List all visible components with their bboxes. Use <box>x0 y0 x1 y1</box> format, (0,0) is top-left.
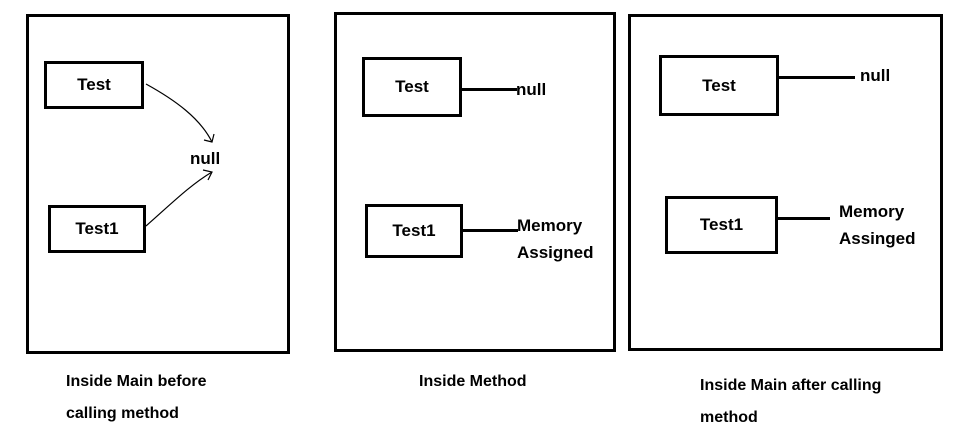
panel-2-null-label: null <box>516 80 547 99</box>
panel-2-caption-line-1: Inside Method <box>419 373 527 390</box>
panel-3-test1-label: Test1 <box>699 215 744 234</box>
test-to-null-arrowhead <box>203 133 215 143</box>
panel-1-caption-line-1: Inside Main before <box>66 373 207 390</box>
panel-1-test-box: Test <box>44 61 144 109</box>
panel-1-caption-line-2: calling method <box>66 405 179 422</box>
panel-2-test-connector <box>462 88 517 91</box>
panel-2-memory-label: Memory Assigned <box>517 212 594 266</box>
test-to-null-arrow <box>145 83 213 143</box>
panel-2-memory-line-2: Assigned <box>517 243 594 262</box>
panel-3-test-connector <box>779 76 855 79</box>
panel-3-caption: Inside Main after calling method <box>700 370 881 434</box>
panel-3-test1-connector <box>778 217 830 220</box>
panel-3-memory-label: Memory Assinged <box>839 198 916 252</box>
panel-1-caption: Inside Main before calling method <box>66 366 206 430</box>
panel-3-null-label: null <box>860 66 891 85</box>
panel-3-caption-line-2: method <box>700 409 758 426</box>
panel-1-test1-box: Test1 <box>48 205 146 253</box>
panel-2-frame <box>334 12 616 352</box>
panel-2-test1-connector <box>463 229 518 232</box>
panel-3-test-box: Test <box>659 55 779 116</box>
panel-3-frame <box>628 14 943 351</box>
panel-2-test-box: Test <box>362 57 462 117</box>
panel-3-test-label: Test <box>702 75 736 95</box>
panel-1-frame <box>26 14 290 354</box>
test1-to-null-arrow <box>145 171 213 227</box>
panel-3-caption-line-1: Inside Main after calling <box>700 377 882 394</box>
panel-1-test1-label: Test1 <box>75 219 119 238</box>
panel-3-test1-box: Test1 <box>665 196 778 254</box>
panel-2-caption: Inside Method <box>419 366 527 398</box>
panel-3-memory-line-2: Assinged <box>839 229 916 248</box>
panel-2-test1-box: Test1 <box>365 204 463 258</box>
test1-to-null-arrowhead <box>202 169 213 181</box>
panel-3-memory-line-1: Memory <box>839 202 905 221</box>
panel-2-test1-label: Test1 <box>392 221 436 240</box>
panel-1-null-label: null <box>190 149 221 168</box>
panel-2-memory-line-1: Memory <box>517 216 583 235</box>
panel-1-test-label: Test <box>77 75 111 94</box>
panel-2-test-label: Test <box>395 77 429 96</box>
